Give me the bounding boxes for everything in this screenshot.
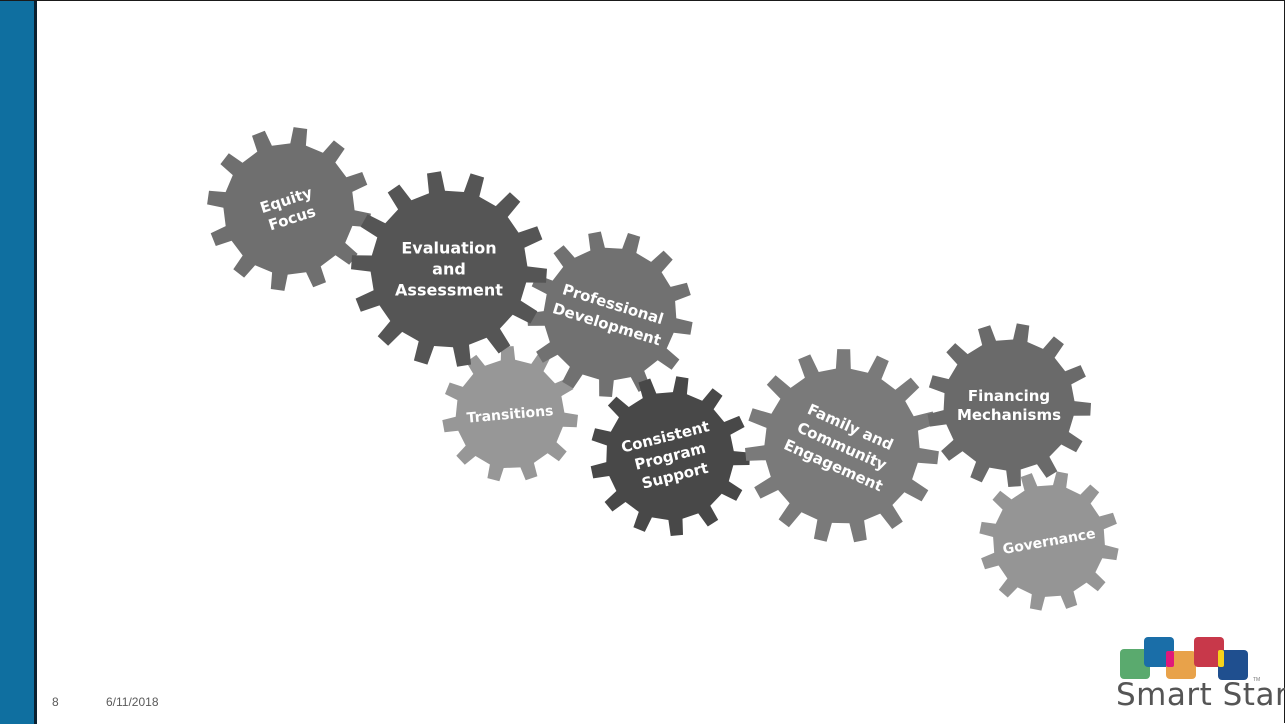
gear-evaluation-and-assessment-label-line: Assessment: [395, 281, 503, 300]
slide-number: 8: [52, 695, 59, 709]
gear-transitions: Transitions: [442, 346, 578, 482]
gear-evaluation-and-assessment-label-line: and: [432, 260, 466, 279]
logo-magenta-overlap: [1166, 651, 1174, 667]
gear-consistent-program-support: ConsistentProgramSupport: [590, 376, 750, 536]
gear-transitions-label: Transitions: [466, 403, 554, 427]
gear-evaluation-and-assessment-label-line: Evaluation: [401, 239, 496, 258]
gear-consistent-program-support-shape: [590, 376, 750, 536]
gear-transitions-shape: [442, 346, 578, 482]
slide-date: 6/11/2018: [106, 695, 159, 709]
gear-family-and-community-engagement: Family andCommunityEngagement: [745, 349, 939, 543]
gear-governance-shape: [979, 471, 1119, 611]
gear-family-and-community-engagement-shape: [745, 349, 939, 543]
gear-transitions-label-line: Transitions: [466, 403, 554, 427]
gear-governance: Governance: [979, 471, 1119, 611]
logo-trademark: TM: [1253, 677, 1261, 683]
gear-equity-focus: EquityFocus: [207, 127, 371, 291]
gear-financing-mechanisms-label-line: Mechanisms: [957, 406, 1061, 424]
gear-professional-development: ProfessionalDevelopment: [527, 231, 693, 397]
logo-text: Smart Start: [1116, 677, 1285, 713]
accent-bar: [0, 1, 37, 724]
gear-financing-mechanisms-label-line: Financing: [968, 387, 1050, 405]
gear-equity-focus-shape: [207, 127, 371, 291]
gear-evaluation-and-assessment-shape: [351, 171, 547, 367]
gear-professional-development-shape: [527, 231, 693, 397]
gear-financing-mechanisms-shape: [927, 323, 1091, 487]
logo-yellow-overlap: [1218, 650, 1224, 667]
smart-start-logo: Smart Start TM: [1116, 635, 1285, 717]
